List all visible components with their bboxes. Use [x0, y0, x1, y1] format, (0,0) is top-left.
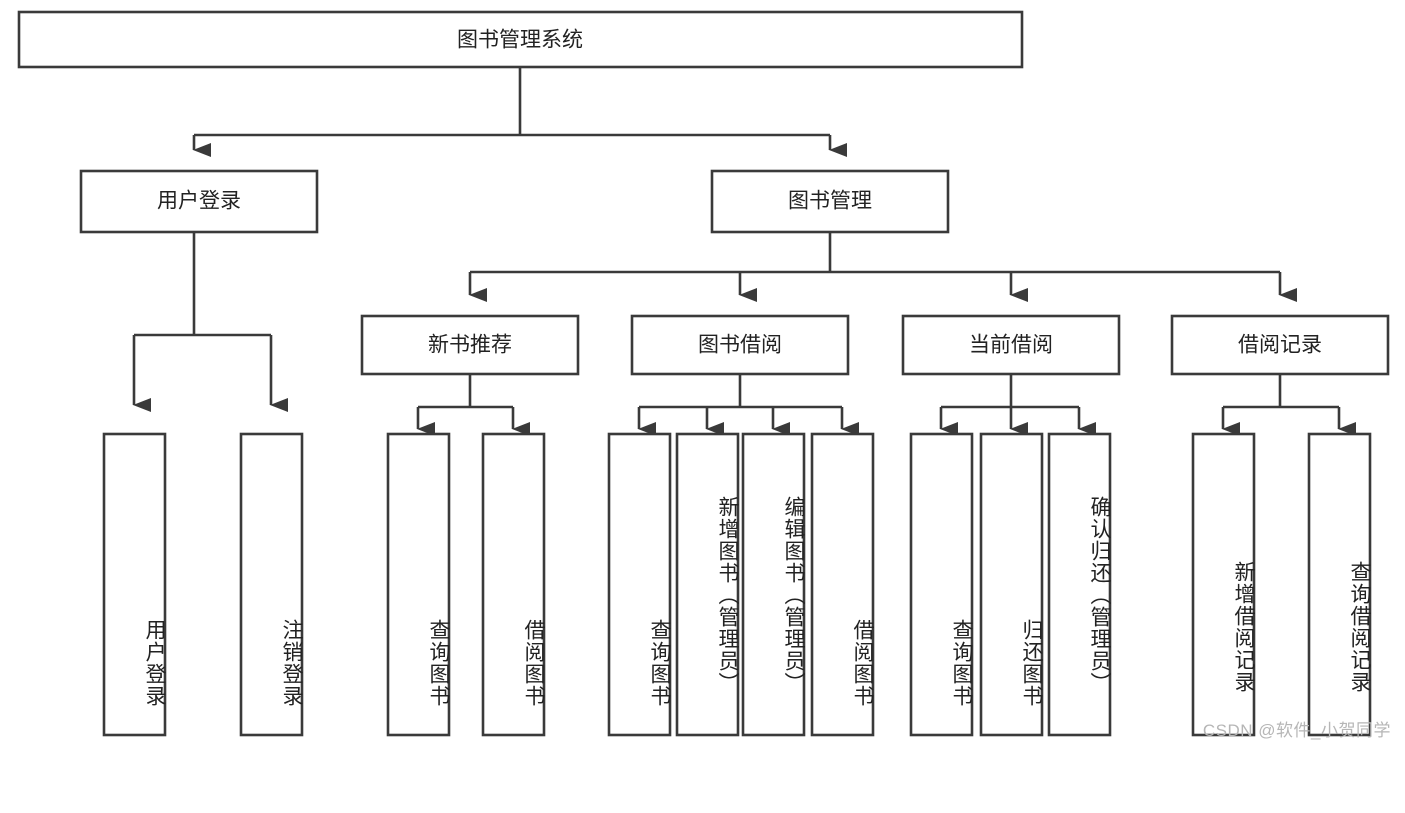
node-new-book-recommend[interactable]: 新书推荐 — [360, 314, 580, 376]
leaf-box-book-borrow-2[interactable] — [675, 432, 740, 737]
node-borrow-record[interactable]: 借阅记录 — [1170, 314, 1390, 376]
connector-group-current-borrow — [939, 374, 1096, 436]
node-user-login-label: 用户登录 — [157, 190, 241, 213]
node-book-management[interactable]: 图书管理 — [710, 169, 950, 234]
node-book-management-label: 图书管理 — [788, 190, 872, 213]
flowchart-canvas: 图书管理系统 用户登录 图书管理 新书推荐 图书借阅 当前借阅 借阅记录 — [17, 10, 1391, 740]
csdn-watermark: CSDN @软件_小贺同学 — [1202, 721, 1391, 740]
node-current-borrow-box[interactable] — [901, 314, 1121, 376]
node-book-borrow[interactable]: 图书借阅 — [630, 314, 850, 376]
node-new-book-recommend-label: 新书推荐 — [428, 334, 512, 357]
connector-group-user-login — [132, 232, 288, 412]
connector-group-root — [192, 67, 847, 157]
leaf-box-user-login-1[interactable] — [102, 432, 167, 737]
node-current-borrow-label: 当前借阅 — [969, 334, 1053, 357]
connector-group-new-book — [416, 374, 530, 436]
leaf-box-book-borrow-3[interactable] — [741, 432, 806, 737]
node-borrow-record-label: 借阅记录 — [1238, 334, 1322, 357]
connector-group-book-borrow — [637, 374, 859, 436]
node-borrow-record-box[interactable] — [1170, 314, 1390, 376]
leaf-box-book-borrow-4[interactable] — [810, 432, 875, 737]
leaf-box-current-borrow-1[interactable] — [909, 432, 974, 737]
connector-group-book-mgmt — [468, 232, 1297, 302]
leaf-box-current-borrow-3[interactable] — [1047, 432, 1112, 737]
flowchart-svg: 图书管理系统 用户登录 图书管理 新书推荐 图书借阅 当前借阅 借阅记录 — [17, 10, 1390, 737]
node-root-box[interactable] — [17, 10, 1024, 69]
leaf-box-borrow-record-1[interactable] — [1191, 432, 1256, 737]
node-new-book-recommend-box[interactable] — [360, 314, 580, 376]
leaf-box-user-login-2[interactable] — [239, 432, 304, 737]
leaf-box-current-borrow-2[interactable] — [979, 432, 1044, 737]
node-book-management-box[interactable] — [710, 169, 950, 234]
node-user-login[interactable]: 用户登录 — [79, 169, 319, 234]
leaf-box-new-book-1[interactable] — [386, 432, 451, 737]
leaf-box-book-borrow-1[interactable] — [607, 432, 672, 737]
node-current-borrow[interactable]: 当前借阅 — [901, 314, 1121, 376]
node-root-label: 图书管理系统 — [457, 29, 583, 52]
leaf-box-borrow-record-2[interactable] — [1307, 432, 1372, 737]
node-user-login-box[interactable] — [79, 169, 319, 234]
node-root-system[interactable]: 图书管理系统 — [17, 10, 1024, 69]
node-book-borrow-label: 图书借阅 — [698, 334, 782, 357]
leaf-box-new-book-2[interactable] — [481, 432, 546, 737]
node-book-borrow-box[interactable] — [630, 314, 850, 376]
connector-group-borrow-record — [1221, 374, 1356, 436]
